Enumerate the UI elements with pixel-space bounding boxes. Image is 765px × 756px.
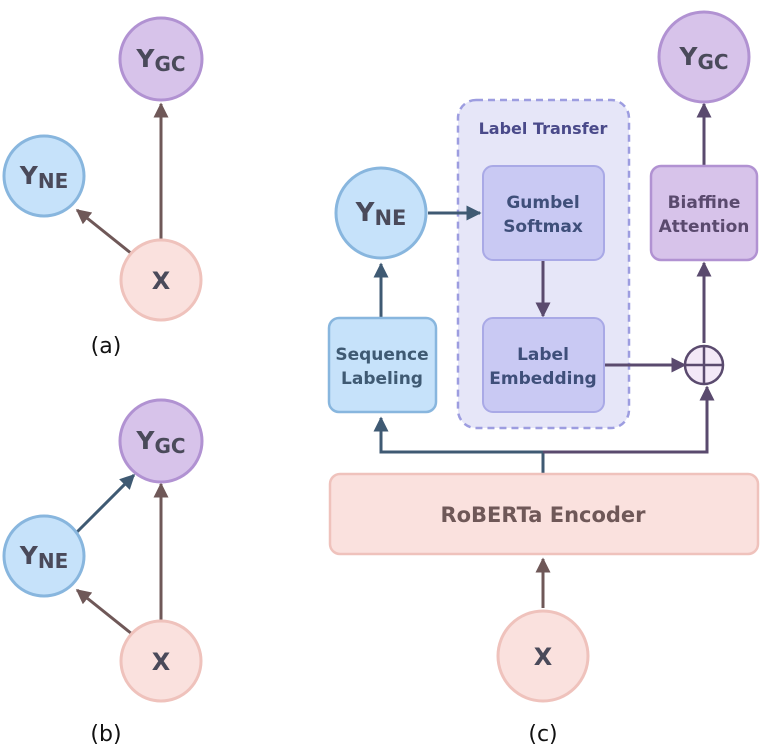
label-transfer-title: Label Transfer <box>479 119 608 138</box>
x-label-c: X <box>534 643 553 671</box>
svg-text:YGC: YGC <box>135 44 185 76</box>
edge-encoder-to-seqlab <box>373 416 545 474</box>
gumbel-softmax-box: Gumbel Softmax <box>482 165 605 261</box>
sequence-labeling-line2: Labeling <box>341 369 423 389</box>
edge-x-to-yne-a <box>75 208 133 256</box>
edge-x-to-yne-b <box>75 588 133 636</box>
node-ygc-b: YGC <box>118 398 204 484</box>
caption-c: (c) <box>528 722 557 747</box>
gumbel-softmax-line2: Softmax <box>503 217 583 237</box>
sequence-labeling-box: Sequence Labeling <box>327 316 438 414</box>
edge-encoder-to-plus <box>543 385 715 454</box>
yne-main-a: Y <box>19 161 39 190</box>
plus-icon <box>683 344 725 386</box>
biaffine-attention-line2: Attention <box>659 217 750 237</box>
node-x-b: X <box>119 619 203 703</box>
encoder-label: RoBERTa Encoder <box>440 503 646 527</box>
ygc-main-a: Y <box>135 44 155 73</box>
panel-c: Label Transfer YGC YNE <box>327 10 760 747</box>
sequence-labeling-line1: Sequence <box>335 345 428 365</box>
ygc-main-c: Y <box>678 42 698 71</box>
node-yne-a: YNE <box>2 134 86 218</box>
roberta-encoder-box: RoBERTa Encoder <box>328 472 760 556</box>
ygc-sub-c: GC <box>698 50 729 74</box>
node-x-c: X <box>496 609 590 703</box>
ygc-sub-b: GC <box>155 434 186 458</box>
svg-text:YNE: YNE <box>19 161 69 193</box>
gumbel-softmax-line1: Gumbel <box>506 193 579 213</box>
label-embedding-line2: Embedding <box>489 369 596 389</box>
caption-b: (b) <box>90 722 121 747</box>
node-yne-c: YNE <box>334 166 428 260</box>
yne-sub-a: NE <box>38 169 68 193</box>
svg-text:YGC: YGC <box>135 426 185 458</box>
svg-text:YNE: YNE <box>355 198 407 230</box>
biaffine-attention-line1: Biaffine <box>668 193 741 213</box>
node-ygc-c: YGC <box>657 10 751 104</box>
node-yne-b: YNE <box>2 514 86 598</box>
label-embedding-box: Label Embedding <box>482 317 605 413</box>
svg-text:YNE: YNE <box>19 541 69 573</box>
panel-a: YGC YNE X (a) <box>2 16 204 359</box>
yne-main-b: Y <box>19 541 39 570</box>
svg-text:YGC: YGC <box>678 42 728 74</box>
yne-sub-c: NE <box>374 206 406 230</box>
label-embedding-line1: Label <box>517 345 569 365</box>
x-label-a: X <box>152 267 171 295</box>
yne-main-c: Y <box>355 198 376 228</box>
x-label-b: X <box>152 648 171 676</box>
biaffine-attention-box: Biaffine Attention <box>649 164 759 262</box>
caption-a: (a) <box>91 334 122 359</box>
node-x-a: X <box>119 238 203 322</box>
yne-sub-b: NE <box>38 549 68 573</box>
ygc-main-b: Y <box>135 426 155 455</box>
edge-yne-to-ygc-b <box>74 473 136 535</box>
ygc-sub-a: GC <box>155 52 186 76</box>
node-ygc-a: YGC <box>118 16 204 102</box>
panel-b: YGC YNE X (b) <box>2 398 204 747</box>
